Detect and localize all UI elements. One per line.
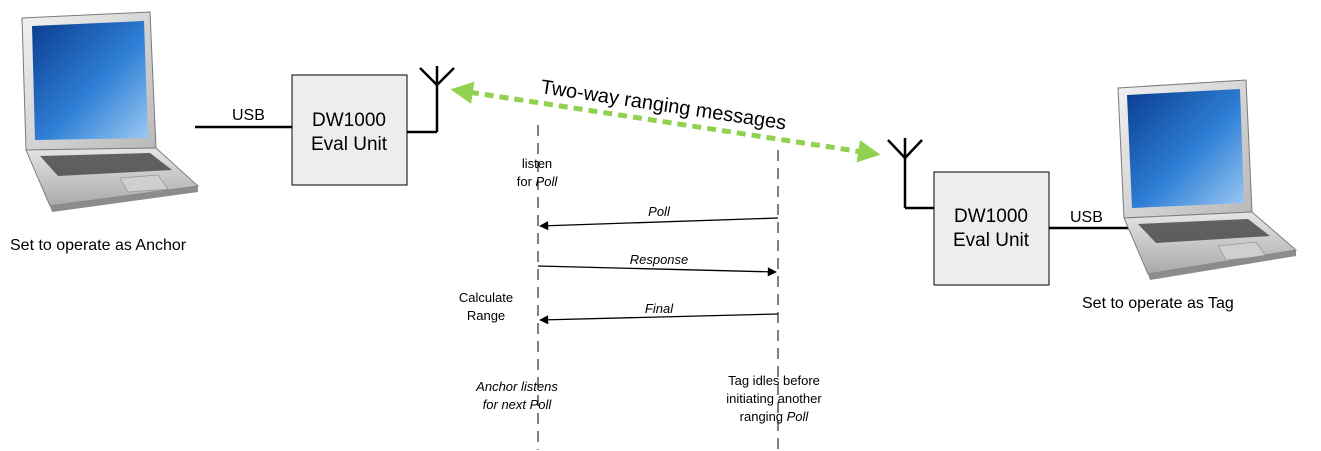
anchor-caption: Set to operate as Anchor — [10, 237, 187, 254]
tag-unit-line2: Eval Unit — [953, 230, 1030, 251]
listen-line2-em: Poll — [536, 174, 559, 189]
poll-message-arrow — [539, 217, 779, 231]
tag-note-line2: initiating another — [726, 391, 822, 406]
anchor-calc-note: Calculate Range — [459, 290, 513, 323]
ranging-arrow — [450, 81, 881, 163]
anchor-next-note: Anchor listens for next Poll — [475, 379, 558, 412]
next-line2: for next Poll — [483, 397, 553, 412]
tag-unit-line1: DW1000 — [954, 206, 1028, 227]
anchor-eval-unit — [291, 74, 408, 186]
listen-line1: listen — [522, 156, 552, 171]
anchor-antenna-icon — [407, 66, 455, 134]
ranging-label: Two-way ranging messages — [539, 76, 787, 134]
response-message-arrow — [537, 265, 777, 277]
tag-caption: Set to operate as Tag — [1082, 295, 1234, 312]
listen-line2-prefix: for — [517, 174, 536, 189]
tag-note-line3-em: Poll — [787, 409, 810, 424]
calc-line1: Calculate — [459, 290, 513, 305]
anchor-unit-line1: DW1000 — [312, 110, 386, 131]
tag-antenna-icon — [887, 138, 934, 210]
anchor-usb-label: USB — [232, 107, 265, 124]
tag-eval-unit — [933, 171, 1050, 286]
poll-message-label: Poll — [648, 204, 671, 219]
tag-note-line1: Tag idles before — [728, 373, 820, 388]
calc-line2: Range — [467, 308, 505, 323]
final-message-arrow — [539, 313, 779, 325]
tag-note-line3-prefix: ranging — [740, 409, 787, 424]
tag-idle-note: Tag idles before initiating another rang… — [726, 373, 822, 424]
tag-usb-label: USB — [1070, 209, 1103, 226]
anchor-laptop-icon — [21, 11, 200, 212]
listen-line2: for Poll — [517, 174, 559, 189]
response-message-label: Response — [630, 252, 689, 267]
anchor-listen-note: listen for Poll — [517, 156, 559, 189]
final-message-label: Final — [645, 301, 674, 316]
anchor-unit-line2: Eval Unit — [311, 134, 388, 155]
tag-laptop-icon — [1117, 79, 1298, 280]
tag-note-line3: ranging Poll — [740, 409, 810, 424]
next-line1: Anchor listens — [475, 379, 558, 394]
